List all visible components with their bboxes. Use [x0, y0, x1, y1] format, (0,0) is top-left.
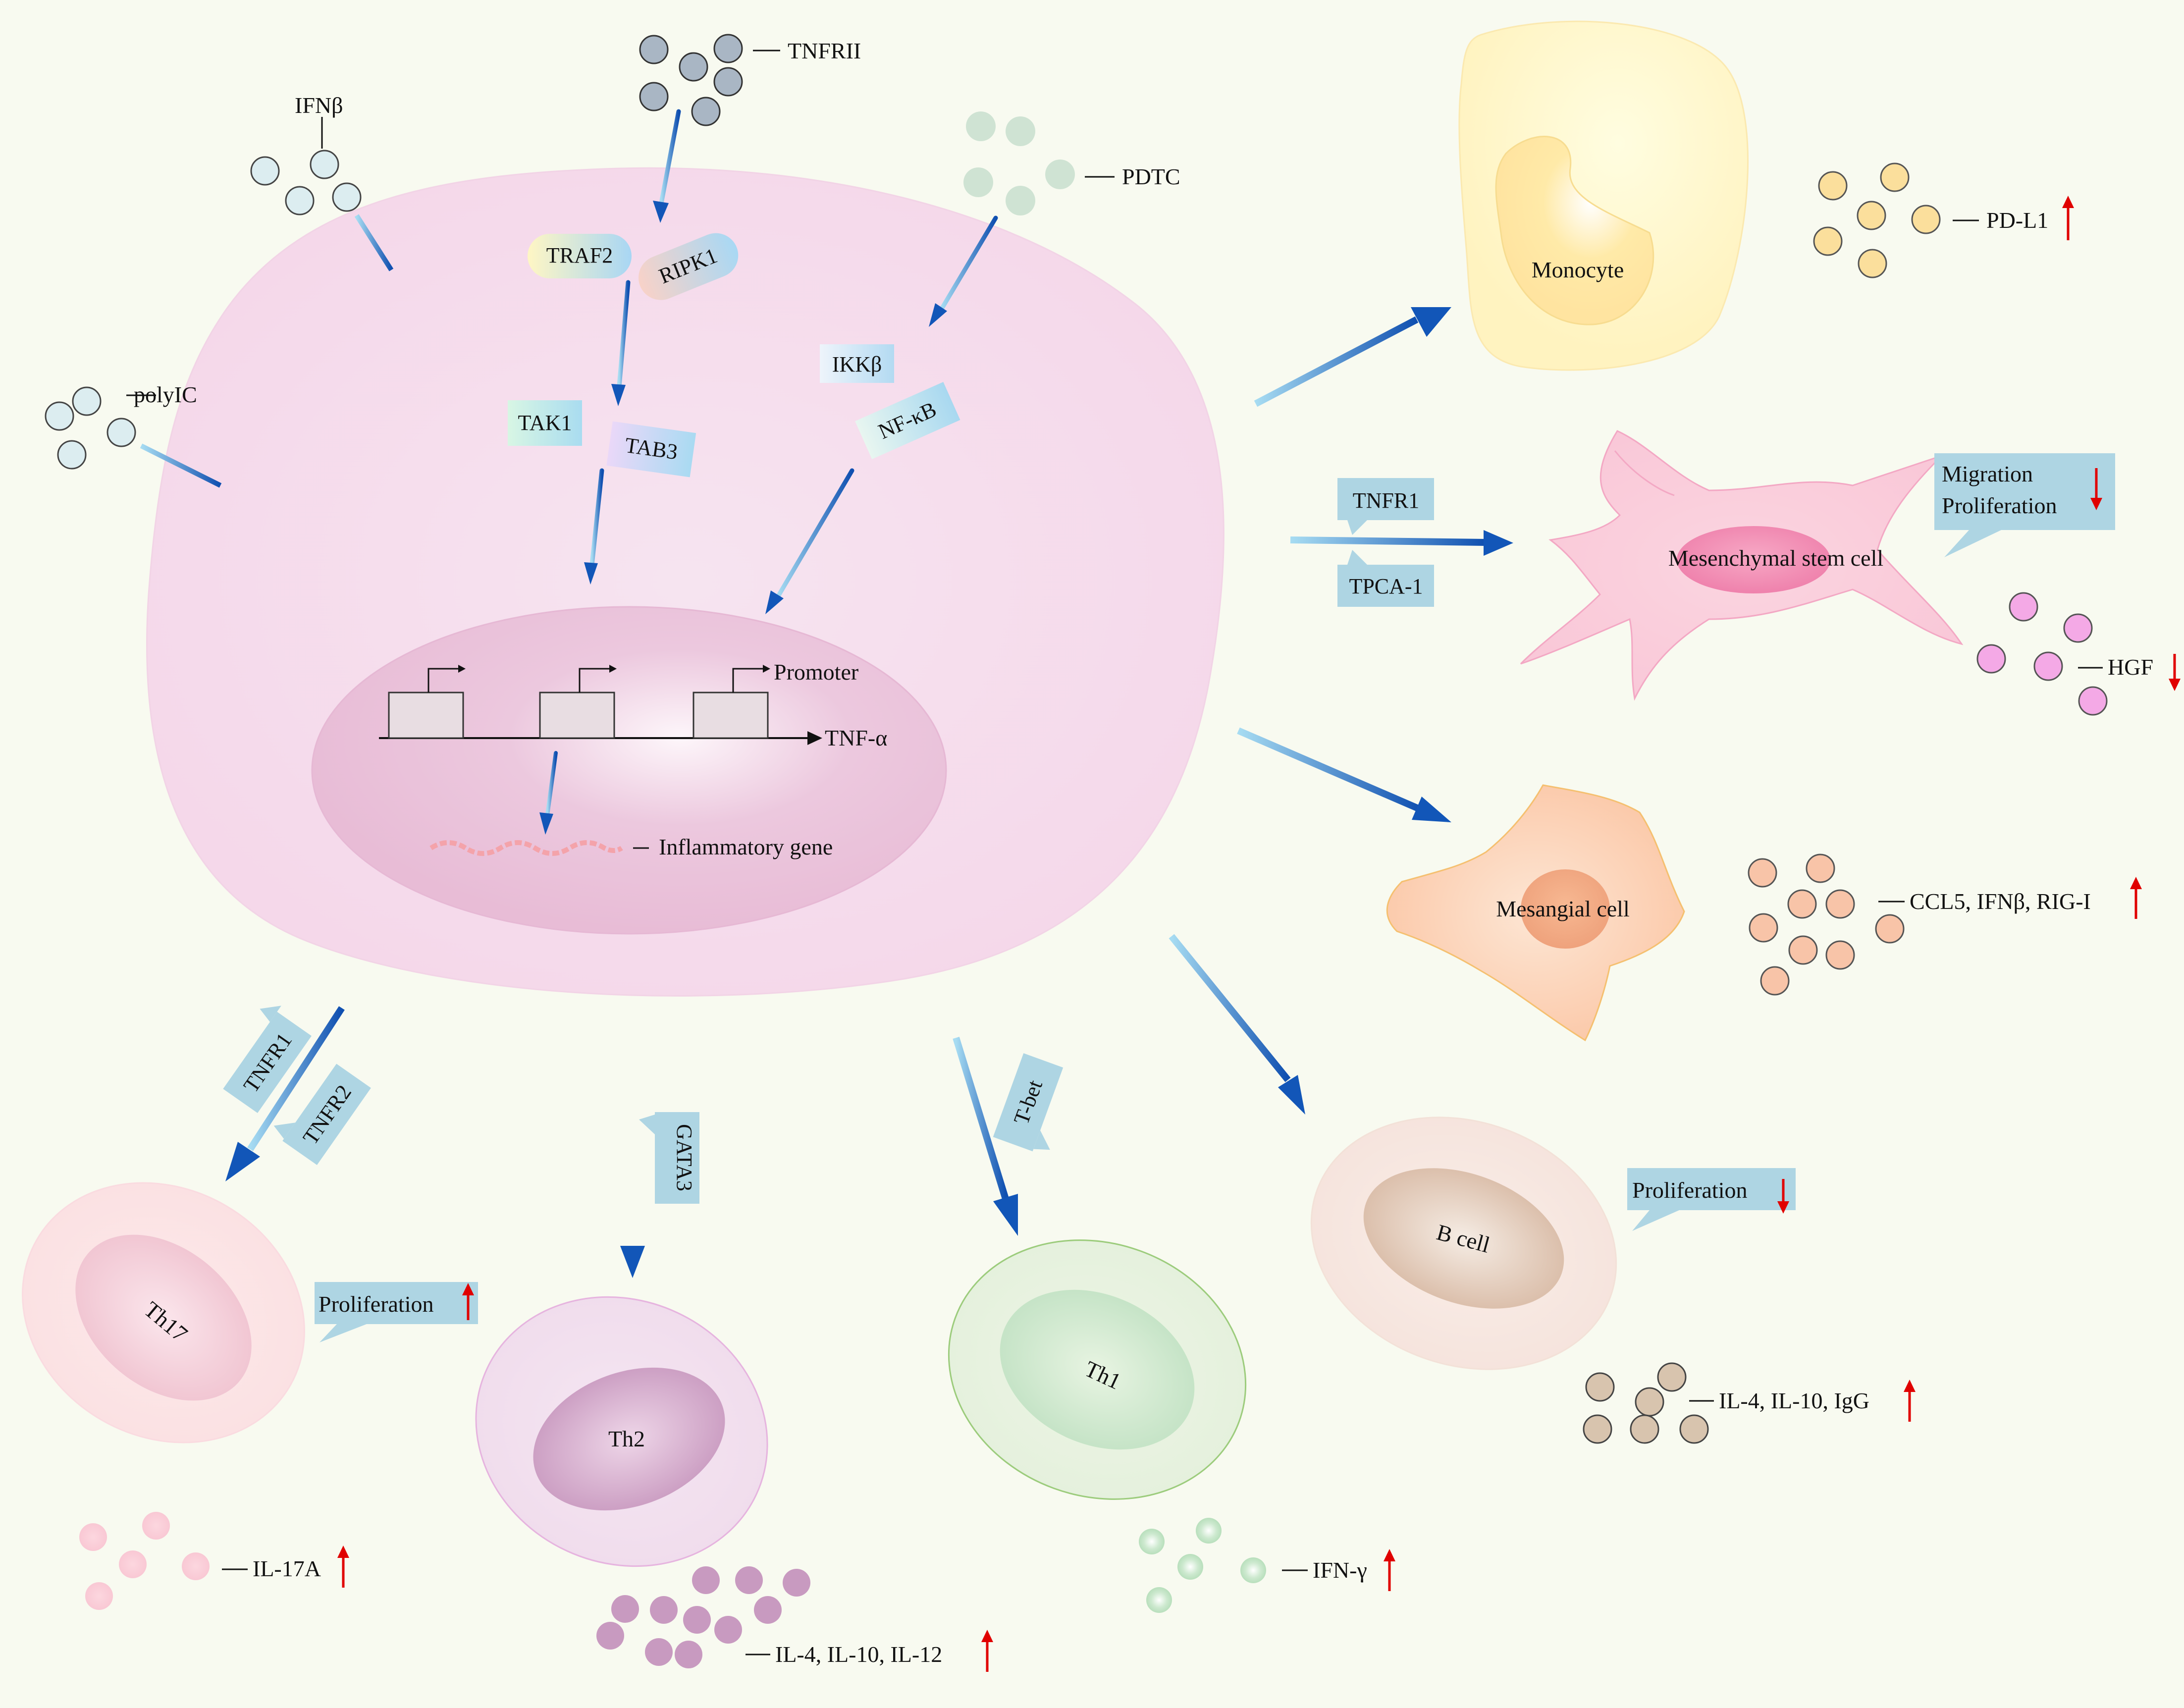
pdl1-label: PD-L1 [1986, 208, 2048, 233]
msc-proliferation-label: Proliferation [1942, 493, 2057, 518]
outward-arrows [225, 307, 1513, 1278]
promoter-label: Promoter [774, 659, 858, 685]
nucleus [311, 606, 947, 935]
bcell-prolif-callout: Proliferation [1627, 1168, 1796, 1231]
gata3-label: GATA3 [672, 1124, 696, 1191]
pdl1-up-arrow [2062, 196, 2074, 240]
gata3-callout: GATA3 [639, 1112, 699, 1204]
ccl5-up-arrow [2130, 877, 2142, 919]
pdtc-particles [963, 111, 1075, 215]
bcell-up-arrow [1904, 1380, 1916, 1422]
msc-down-arrow [2090, 468, 2102, 510]
arrow-to-monocyte [1254, 316, 1419, 407]
gene-box [692, 692, 769, 739]
tnfr1-callout-msc: TNFR1 [1337, 478, 1434, 535]
ikkb-label: IKKβ [832, 352, 882, 376]
hgf-down-arrow [2169, 654, 2181, 691]
arrow-to-msc [1290, 536, 1487, 546]
il17a-up-arrow [337, 1546, 349, 1588]
th1-cell [948, 1239, 1247, 1500]
signal-arrows [539, 109, 998, 835]
th1-particles [1139, 1518, 1266, 1613]
promoter-arrow [427, 668, 458, 693]
arrow-ripk1-tak1 [617, 280, 631, 389]
th2-label: Th2 [608, 1426, 645, 1451]
gene-track [379, 665, 822, 745]
arrow-to-th17 [247, 1006, 345, 1151]
migration-label: Migration [1942, 461, 2033, 486]
arrow-pdtc-ikkb [939, 215, 998, 312]
msc-cell [1520, 430, 1964, 701]
th17-tnfr2-callout: TNFR2 [273, 1064, 371, 1165]
ifnb-particles [250, 150, 362, 215]
arrow-gene-to-mrna [545, 751, 558, 817]
promoter-arrow [579, 668, 609, 693]
th17-tnfr1-callout: TNFR1 [223, 1006, 312, 1113]
tak1-protein: TAK1 [508, 400, 582, 446]
ccl5-label: CCL5, IFNβ, RIG-I [1910, 889, 2091, 914]
monocyte-label: Monocyte [1532, 257, 1624, 282]
arrow-to-bcell [1169, 934, 1291, 1082]
bcell-output-label: IL-4, IL-10, IgG [1719, 1388, 1869, 1413]
polyic-particles [45, 386, 136, 470]
ifnb-receptor-bar [354, 214, 394, 271]
arrow-nfkb-nucleus [775, 468, 854, 599]
il17a-label: IL-17A [253, 1556, 321, 1581]
th2-up-arrow [981, 1630, 993, 1672]
ifng-label: IFN-γ [1313, 1557, 1367, 1583]
th2-particles [596, 1566, 810, 1668]
bcell-prolif-label: Proliferation [1632, 1177, 1748, 1203]
bcell-down-arrow [1777, 1179, 1789, 1214]
msc-label: Mesenchymal stem cell [1668, 545, 1883, 571]
tpca1-callout: TPCA-1 [1337, 550, 1434, 607]
inflammatory-gene-label: Inflammatory gene [659, 834, 833, 859]
traf2-label: TRAF2 [546, 243, 613, 267]
th2-output-label: IL-4, IL-10, IL-12 [775, 1642, 942, 1667]
arrow-tnfrii-traf2 [659, 109, 681, 206]
th17-up-arrow [462, 1283, 474, 1320]
th17-prolif-callout: Proliferation [315, 1282, 478, 1342]
ikkb-protein: IKKβ [820, 344, 894, 383]
inflammatory-gene-mrna [429, 840, 623, 856]
traf2-protein: TRAF2 [528, 234, 632, 278]
promoter-arrow [732, 668, 763, 693]
pdl1-particles [1813, 162, 1941, 278]
il17a-particles [79, 1512, 210, 1610]
bcell-particles [1583, 1362, 1709, 1444]
arrow-to-mesangial [1237, 727, 1423, 813]
tpca1-label: TPCA-1 [1349, 574, 1423, 598]
tnfa-label: TNF-α [825, 725, 887, 750]
polyic-label: polyIC [134, 382, 197, 407]
mesangial-label: Mesangial cell [1496, 896, 1630, 921]
th17-cell [22, 1182, 305, 1443]
polyic-receptor-bar [140, 443, 222, 488]
msc-tnfr1-label: TNFR1 [1353, 488, 1419, 513]
bcell-cell [1310, 1117, 1617, 1370]
gene-box [388, 692, 464, 739]
ccl5-particles [1748, 854, 1905, 996]
ifnb-label: IFNβ [295, 93, 343, 118]
migration-callout: Migration Proliferation [1934, 453, 2115, 557]
ifng-up-arrow [1384, 1549, 1395, 1591]
hgf-particles [1976, 592, 2108, 716]
tnfrii-particles [639, 34, 743, 126]
pdtc-label: PDTC [1122, 164, 1180, 189]
th17-prolif-label: Proliferation [319, 1291, 434, 1317]
mesangial-cell [1386, 784, 1685, 1042]
gene-box [539, 692, 615, 739]
tbet-callout: T-bet [993, 1053, 1064, 1152]
tab3-protein: TAB3 [606, 421, 696, 478]
th2-cell [475, 1296, 768, 1567]
hgf-label: HGF [2108, 654, 2153, 680]
arrow-tab3-nucleus [589, 468, 604, 567]
tak1-label: TAK1 [518, 411, 572, 435]
arrow-to-th1 [953, 1036, 1009, 1200]
tnfrii-label: TNFRII [788, 38, 861, 63]
monocyte-cell [1458, 20, 1749, 371]
